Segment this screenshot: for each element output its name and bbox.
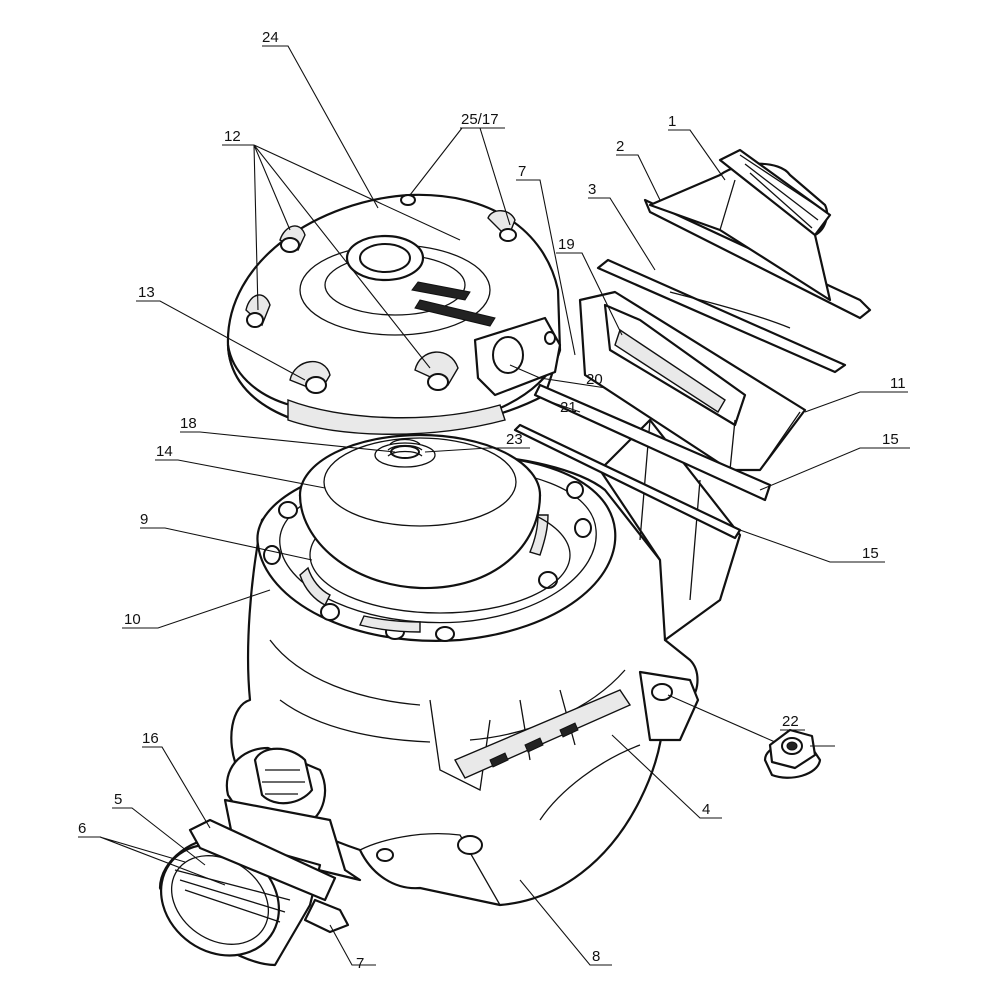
callout-3: 3 bbox=[588, 181, 596, 198]
callout-6: 6 bbox=[78, 820, 86, 837]
reed-block bbox=[578, 290, 807, 472]
callout-25-17: 25/17 bbox=[461, 111, 499, 128]
callout-1: 1 bbox=[668, 113, 676, 130]
intake-gasket bbox=[596, 258, 847, 374]
reed-spacers bbox=[513, 383, 772, 540]
exhaust-stub bbox=[223, 746, 362, 882]
callout-8: 8 bbox=[592, 948, 600, 965]
callout-7-top: 7 bbox=[518, 163, 526, 180]
callout-21: 21 bbox=[560, 399, 577, 416]
callout-11: 11 bbox=[890, 375, 906, 392]
callout-5: 5 bbox=[114, 791, 122, 808]
callout-24: 24 bbox=[262, 29, 279, 46]
cylinder-head bbox=[226, 193, 562, 435]
exhaust-sleeve bbox=[158, 818, 350, 967]
callout-14: 14 bbox=[156, 443, 173, 460]
callout-19: 19 bbox=[558, 236, 575, 253]
callout-18: 18 bbox=[180, 415, 197, 432]
callout-15-bottom: 15 bbox=[862, 545, 879, 562]
callout-23: 23 bbox=[506, 431, 523, 448]
callout-12: 12 bbox=[224, 128, 241, 145]
callout-labels: 24 25/17 12 1 2 3 7 19 13 20 21 11 18 23… bbox=[78, 29, 906, 972]
combustion-insert bbox=[298, 433, 542, 590]
callout-2: 2 bbox=[616, 138, 624, 155]
callout-15-top: 15 bbox=[882, 431, 899, 448]
flange-nut bbox=[763, 728, 822, 779]
intake-manifold bbox=[643, 148, 872, 320]
leader-lines bbox=[78, 45, 910, 966]
callout-20: 20 bbox=[586, 371, 603, 388]
callout-9: 9 bbox=[140, 511, 148, 528]
callout-10: 10 bbox=[124, 611, 141, 628]
callout-16: 16 bbox=[142, 730, 159, 747]
callout-7-bottom: 7 bbox=[356, 955, 364, 972]
callout-13: 13 bbox=[138, 284, 155, 301]
callout-22: 22 bbox=[782, 713, 799, 730]
callout-4: 4 bbox=[702, 801, 710, 818]
